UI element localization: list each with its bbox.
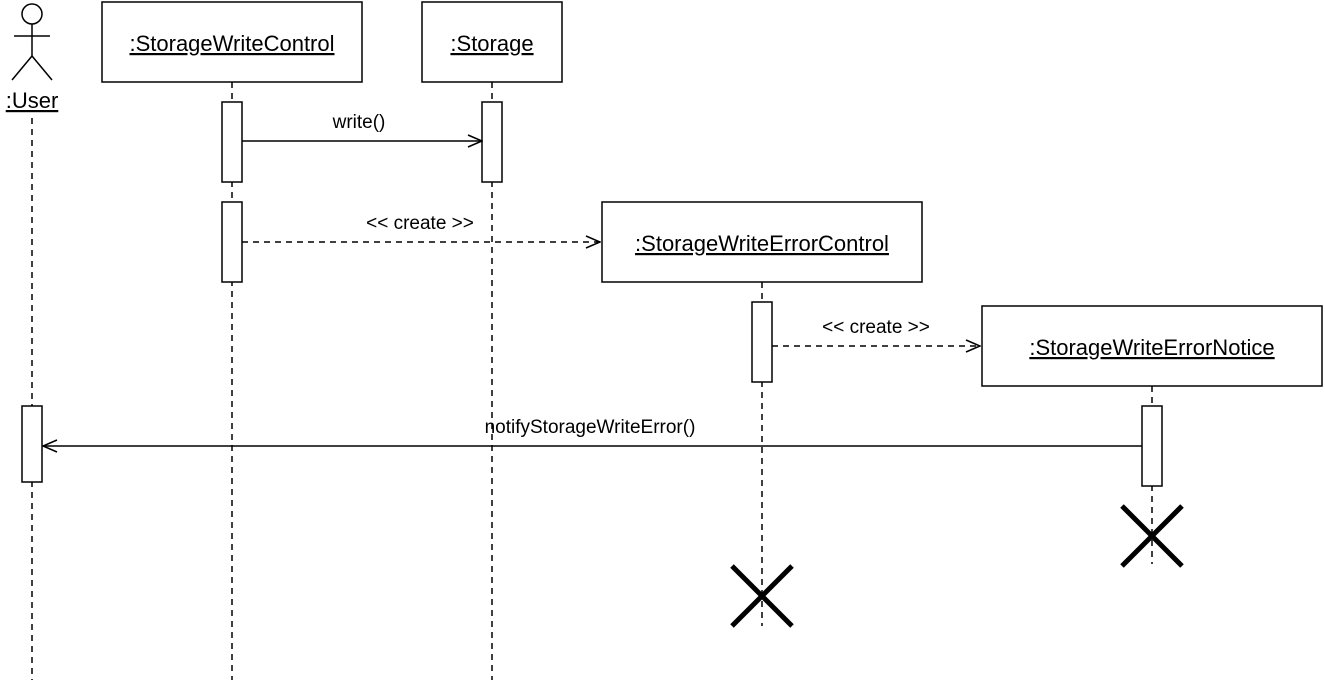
actor-user-label: :User — [6, 88, 59, 113]
activation-storage-write-error-control — [751, 301, 773, 383]
object-storage-write-control: :StorageWriteControl — [101, 1, 363, 83]
message-create-error-notice: << create >> — [772, 317, 980, 346]
message-label-write: write() — [332, 112, 386, 133]
actor-user: :User — [6, 3, 59, 113]
object-box — [101, 1, 363, 83]
message-create-error-control: << create >> — [242, 213, 600, 242]
object-label-storage-write-control: :StorageWriteControl — [129, 31, 334, 56]
object-label-storage-write-error-notice: :StorageWriteErrorNotice — [1029, 335, 1274, 360]
activation-storage-write-error-notice — [1141, 405, 1163, 487]
activation-user — [21, 405, 43, 483]
activation-storage — [481, 101, 503, 183]
object-storage-write-error-notice: :StorageWriteErrorNotice — [981, 305, 1323, 387]
object-label-storage: :Storage — [450, 31, 533, 56]
message-label-create-2: << create >> — [822, 317, 930, 338]
destroy-cross-icon — [730, 564, 794, 628]
message-label-create-1: << create >> — [366, 213, 474, 234]
message-notify-storage-write-error: notifyStorageWriteError() — [43, 417, 1142, 446]
object-label-storage-write-error-control: :StorageWriteErrorControl — [635, 231, 889, 256]
object-storage-write-error-control: :StorageWriteErrorControl — [601, 201, 923, 283]
destroy-cross-icon — [1120, 504, 1184, 568]
stick-figure-icon — [11, 3, 53, 81]
object-storage: :Storage — [421, 1, 563, 83]
activation-storage-write-control-1 — [221, 101, 243, 183]
activation-storage-write-control-2 — [221, 201, 243, 283]
message-label-notify: notifyStorageWriteError() — [485, 417, 696, 438]
message-write: write() — [242, 112, 482, 141]
object-box — [421, 1, 563, 83]
